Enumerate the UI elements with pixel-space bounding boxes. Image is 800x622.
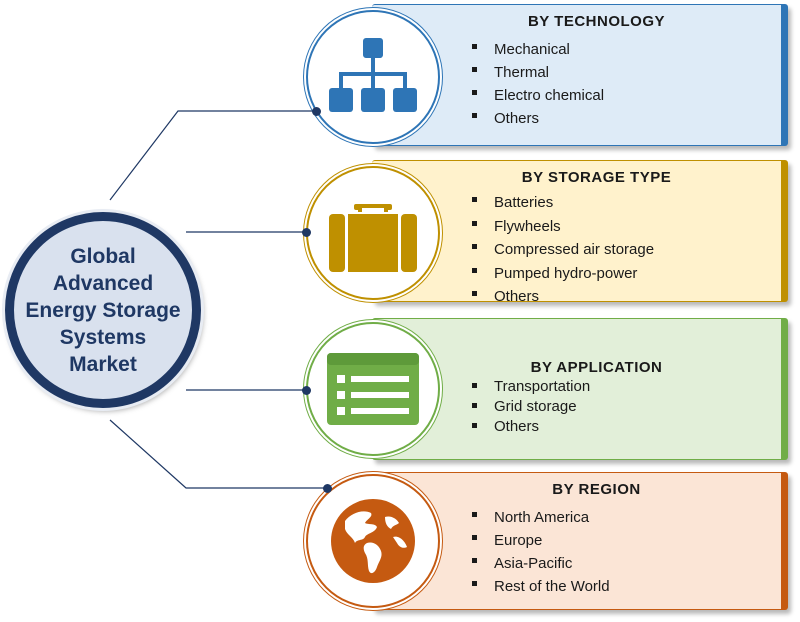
list-item: Pumped hydro-power: [472, 262, 654, 286]
region-icon-circle: [306, 474, 440, 608]
list-item: Others: [472, 285, 654, 309]
connector-technology: [109, 110, 316, 201]
list-item: Europe: [472, 529, 610, 552]
connector-dot: [302, 386, 311, 395]
briefcase-icon: [329, 204, 417, 272]
connector-dot: [323, 484, 332, 493]
segment-card-technology: BY TECHNOLOGY Mechanical Thermal Electro…: [372, 4, 788, 146]
list-item: Others: [472, 417, 590, 437]
segment-list: North America Europe Asia-Pacific Rest o…: [472, 506, 610, 598]
list-item: Others: [472, 107, 604, 130]
segment-list: Mechanical Thermal Electro chemical Othe…: [472, 38, 604, 130]
market-title: Global Advanced Energy Storage Systems M…: [25, 244, 181, 376]
segment-card-storage-type: BY STORAGE TYPE Batteries Flywheels Comp…: [372, 160, 788, 305]
globe-icon: [331, 499, 415, 583]
market-title-circle: Global Advanced Energy Storage Systems M…: [5, 212, 201, 408]
segment-title: BY TECHNOLOGY: [527, 13, 666, 30]
list-item: Thermal: [472, 61, 604, 84]
hierarchy-icon: [329, 38, 417, 112]
list-item: Compressed air storage: [472, 238, 654, 262]
segment-title: BY APPLICATION: [530, 359, 663, 376]
application-icon-circle: [306, 322, 440, 456]
segment-title: BY STORAGE TYPE: [521, 169, 672, 186]
connector-dot: [302, 228, 311, 237]
storage-type-icon-circle: [306, 166, 440, 300]
list-item: North America: [472, 506, 610, 529]
list-item: Grid storage: [472, 397, 590, 417]
list-item: Mechanical: [472, 38, 604, 61]
segment-card-application: BY APPLICATION Transportation Grid stora…: [372, 318, 788, 460]
connector-region: [109, 419, 328, 489]
segment-list: Batteries Flywheels Compressed air stora…: [472, 191, 654, 309]
list-icon: [327, 353, 419, 425]
connector-dot: [312, 107, 321, 116]
list-item: Asia-Pacific: [472, 552, 610, 575]
technology-icon-circle: [306, 10, 440, 144]
segment-list: Transportation Grid storage Others: [472, 377, 590, 437]
segment-card-region: BY REGION North America Europe Asia-Paci…: [372, 472, 788, 610]
segment-title: BY REGION: [552, 481, 641, 498]
list-item: Flywheels: [472, 215, 654, 239]
list-item: Rest of the World: [472, 575, 610, 598]
list-item: Batteries: [472, 191, 654, 215]
list-item: Electro chemical: [472, 84, 604, 107]
list-item: Transportation: [472, 377, 590, 397]
